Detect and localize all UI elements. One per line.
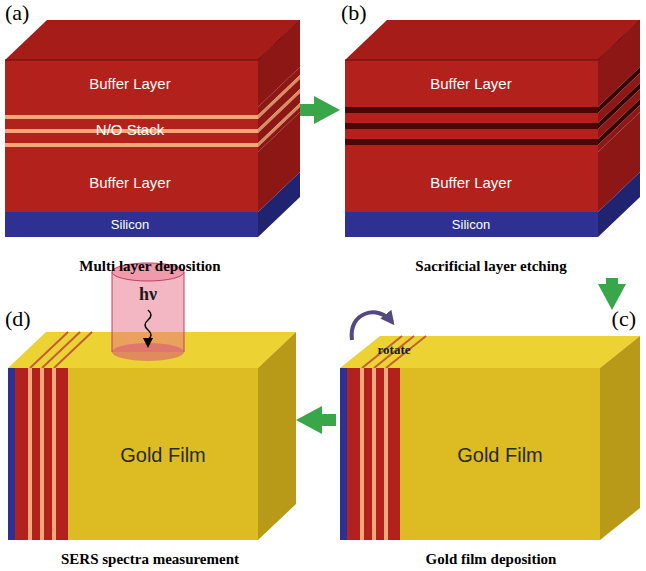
edge-line (345, 20, 640, 60)
layer-label: Buffer Layer (89, 75, 170, 92)
step-caption: SERS spectra measurement (0, 550, 300, 568)
layer-label: N/O Stack (96, 121, 164, 138)
layer-band (345, 145, 598, 152)
stack-stripe (384, 368, 388, 540)
rotate-label: rotate (378, 342, 411, 358)
process-panel: (d) SERS spectra measurement (0, 306, 300, 571)
stack-stripe (360, 368, 364, 540)
layer-label: Buffer Layer (89, 174, 170, 191)
layer-band (345, 113, 598, 123)
silicon-edge (340, 368, 347, 540)
stack-line (54, 332, 92, 368)
process-arrow (318, 414, 336, 426)
step-caption: Sacrificial layer etching (336, 257, 646, 275)
layer-band (345, 139, 598, 145)
top-face (345, 20, 640, 60)
gold-film (400, 368, 600, 540)
stack-stripe (372, 368, 376, 540)
beam-edge (112, 272, 113, 352)
layer-band (345, 60, 598, 107)
layer-band (345, 212, 598, 237)
layer-section (15, 368, 68, 540)
gold-top-face (340, 336, 640, 368)
layer-band (5, 143, 258, 147)
step-caption: Gold film deposition (336, 550, 646, 568)
stack-stripe (40, 368, 44, 540)
stack-stripe (52, 368, 56, 540)
rotate-arrow (352, 312, 392, 340)
layer-band (5, 152, 258, 212)
layer-band (345, 129, 598, 139)
photon-label: hν (139, 284, 157, 305)
layer-label: Buffer Layer (430, 174, 511, 191)
panel-letter: (a) (5, 0, 29, 25)
layer-band (345, 152, 598, 212)
gold-side-face (600, 336, 640, 540)
substrate-label: Silicon (452, 217, 490, 232)
beam-edge (184, 272, 185, 352)
stack-line (374, 336, 414, 368)
layer-band (345, 123, 598, 129)
film-label: Gold Film (120, 444, 206, 467)
process-panel: (b) Sacrificial layer etching (336, 0, 646, 278)
layer-side (598, 172, 640, 237)
photon-arrow (145, 310, 151, 346)
layer-band (5, 147, 258, 152)
layer-band (5, 212, 258, 237)
layer-band (345, 107, 598, 113)
film-label: Gold Film (457, 444, 543, 467)
layer-section (347, 368, 400, 540)
top-face (5, 20, 300, 60)
step-caption: Multi layer deposition (0, 257, 300, 275)
panel-letter: (b) (341, 0, 367, 25)
process-arrow (300, 104, 318, 116)
gold-side-face (258, 332, 296, 540)
layer-band (5, 60, 258, 107)
layer-side (258, 172, 300, 237)
stack-stripe (28, 368, 32, 540)
silicon-edge (8, 368, 15, 540)
process-panel: (a) Multi layer deposition (0, 0, 300, 278)
panel-letter: (c) (612, 306, 636, 331)
edge-line (5, 20, 300, 60)
panel-letter: (d) (5, 306, 31, 331)
gold-film (68, 368, 258, 540)
layer-band (5, 107, 258, 115)
substrate-label: Silicon (111, 217, 149, 232)
layer-band (5, 115, 258, 119)
laser-beam (112, 272, 184, 352)
layer-label: Buffer Layer (430, 75, 511, 92)
process-arrow (606, 278, 618, 288)
